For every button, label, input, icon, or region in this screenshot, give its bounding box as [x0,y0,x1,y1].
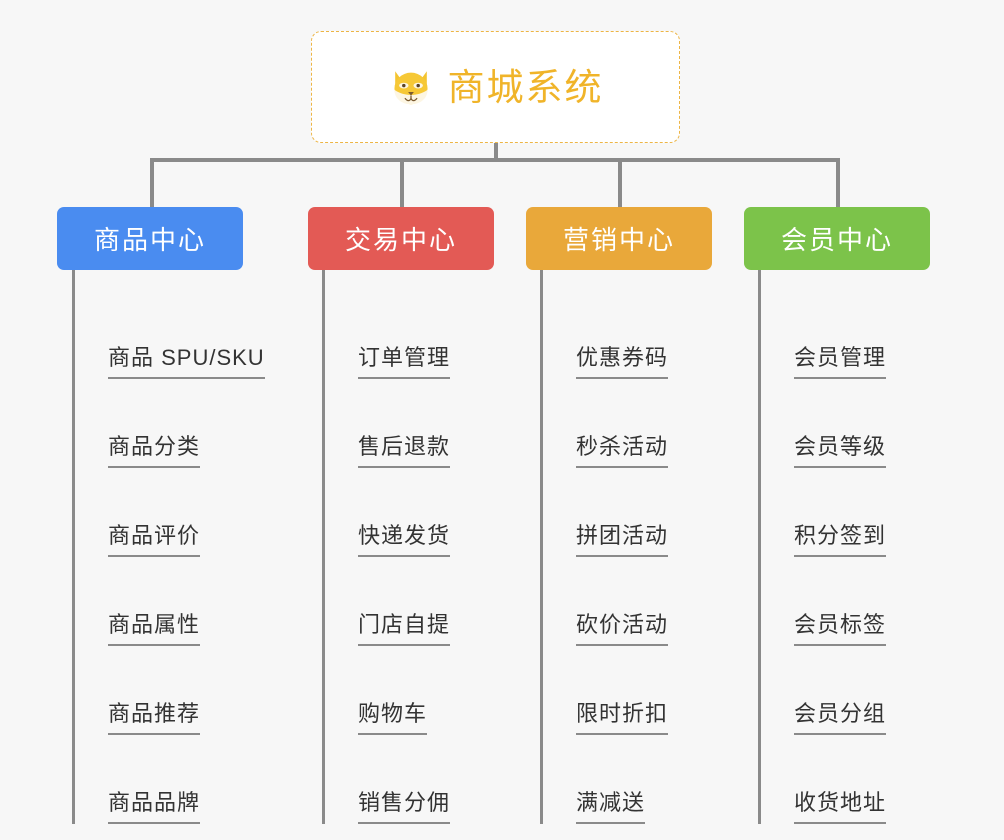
column-spine [72,270,75,824]
leaf-item-label: 会员分组 [794,700,887,735]
root-node[interactable]: 商城系统 [311,31,680,143]
leaf-item[interactable]: 积分签到 [761,468,887,557]
leaf-item-label: 积分签到 [794,522,887,557]
leaf-item[interactable]: 商品 SPU/SKU [75,290,265,379]
leaf-item-label: 会员等级 [794,433,887,468]
column-spine [540,270,543,824]
leaf-item[interactable]: 限时折扣 [543,646,669,735]
root-title: 商城系统 [447,66,604,108]
leaf-item[interactable]: 售后退款 [325,379,451,468]
leaf-item-label: 商品属性 [108,611,201,646]
category-header-1[interactable]: 商品中心 [57,207,243,270]
leaf-item[interactable]: 商品评价 [75,468,201,557]
connector-drop-2 [400,158,404,208]
leaf-item-label: 拼团活动 [576,522,669,557]
leaf-item-label: 门店自提 [358,611,451,646]
connector-drop-4 [836,158,840,208]
connector-drop-1 [150,158,154,208]
category-header-4[interactable]: 会员中心 [744,207,930,270]
leaf-item-label: 商品分类 [108,433,201,468]
connector-drop-3 [618,158,622,208]
leaf-item[interactable]: 会员等级 [761,379,887,468]
leaf-item[interactable]: 商品品牌 [75,735,201,824]
leaf-item-label: 秒杀活动 [576,433,669,468]
shiba-dog-icon [393,71,428,105]
leaf-item[interactable]: 满减送 [543,735,646,824]
leaf-item-label: 满减送 [576,789,646,824]
leaf-item-label: 优惠券码 [576,344,669,379]
connector-root-stem [494,143,498,160]
column-spine [758,270,761,824]
leaf-item-label: 会员管理 [794,344,887,379]
leaf-item[interactable]: 商品推荐 [75,646,201,735]
leaf-item-label: 砍价活动 [576,611,669,646]
leaf-item[interactable]: 砍价活动 [543,557,669,646]
leaf-item-label: 商品评价 [108,522,201,557]
leaf-item[interactable]: 订单管理 [325,290,451,379]
column-spine [322,270,325,824]
leaf-item-label: 订单管理 [358,344,451,379]
leaf-item-label: 商品 SPU/SKU [108,344,265,379]
leaf-item-label: 销售分佣 [358,789,451,824]
leaf-item[interactable]: 会员标签 [761,557,887,646]
category-header-label: 交易中心 [344,225,457,255]
leaf-item[interactable]: 拼团活动 [543,468,669,557]
leaf-item[interactable]: 购物车 [325,646,428,735]
leaf-item[interactable]: 快递发货 [325,468,451,557]
leaf-item[interactable]: 会员分组 [761,646,887,735]
leaf-item-label: 商品推荐 [108,700,201,735]
connector-horizontal-bus [150,158,840,162]
leaf-item-label: 售后退款 [358,433,451,468]
category-header-label: 商品中心 [93,225,206,255]
leaf-item[interactable]: 优惠券码 [543,290,669,379]
leaf-item[interactable]: 秒杀活动 [543,379,669,468]
leaf-item-label: 会员标签 [794,611,887,646]
category-header-label: 营销中心 [562,225,675,255]
category-header-2[interactable]: 交易中心 [308,207,494,270]
leaf-item[interactable]: 会员管理 [761,290,887,379]
category-header-3[interactable]: 营销中心 [526,207,712,270]
leaf-item-label: 购物车 [358,700,428,735]
leaf-item[interactable]: 门店自提 [325,557,451,646]
leaf-item-label: 商品品牌 [108,789,201,824]
leaf-item[interactable]: 商品分类 [75,379,201,468]
category-header-label: 会员中心 [780,225,893,255]
leaf-item[interactable]: 商品属性 [75,557,201,646]
leaf-item-label: 收货地址 [794,789,887,824]
leaf-item[interactable]: 收货地址 [761,735,887,824]
leaf-item-label: 快递发货 [358,522,451,557]
leaf-item-label: 限时折扣 [576,700,669,735]
leaf-item[interactable]: 销售分佣 [325,735,451,824]
